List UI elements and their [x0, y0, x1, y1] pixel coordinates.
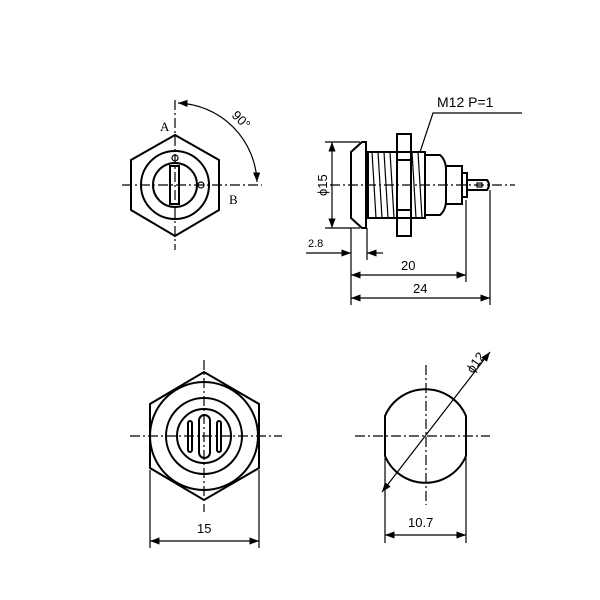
- dim-24-label: 24: [413, 281, 427, 296]
- dim-15-label: 15: [197, 521, 211, 536]
- diameter-15-label: ϕ15: [315, 174, 330, 196]
- diameter-12-label: ϕ12: [463, 349, 488, 375]
- thread-lines: [371, 151, 423, 219]
- side-view: M12 P=1 ϕ15 2.8 20 24: [306, 94, 522, 305]
- bottom-cut-view: 10.7 ϕ12: [355, 349, 491, 543]
- dim-2-8-label: 2.8: [308, 238, 323, 250]
- bottom-front-view: 15: [130, 360, 282, 548]
- dim-10-7-label: 10.7: [408, 515, 433, 530]
- thread-note: M12 P=1: [437, 94, 494, 110]
- top-front-view: A B 90°: [122, 99, 262, 250]
- label-a: A: [160, 119, 170, 134]
- label-b: B: [229, 192, 238, 207]
- angle-label: 90°: [229, 108, 254, 133]
- dim-20-label: 20: [401, 258, 415, 273]
